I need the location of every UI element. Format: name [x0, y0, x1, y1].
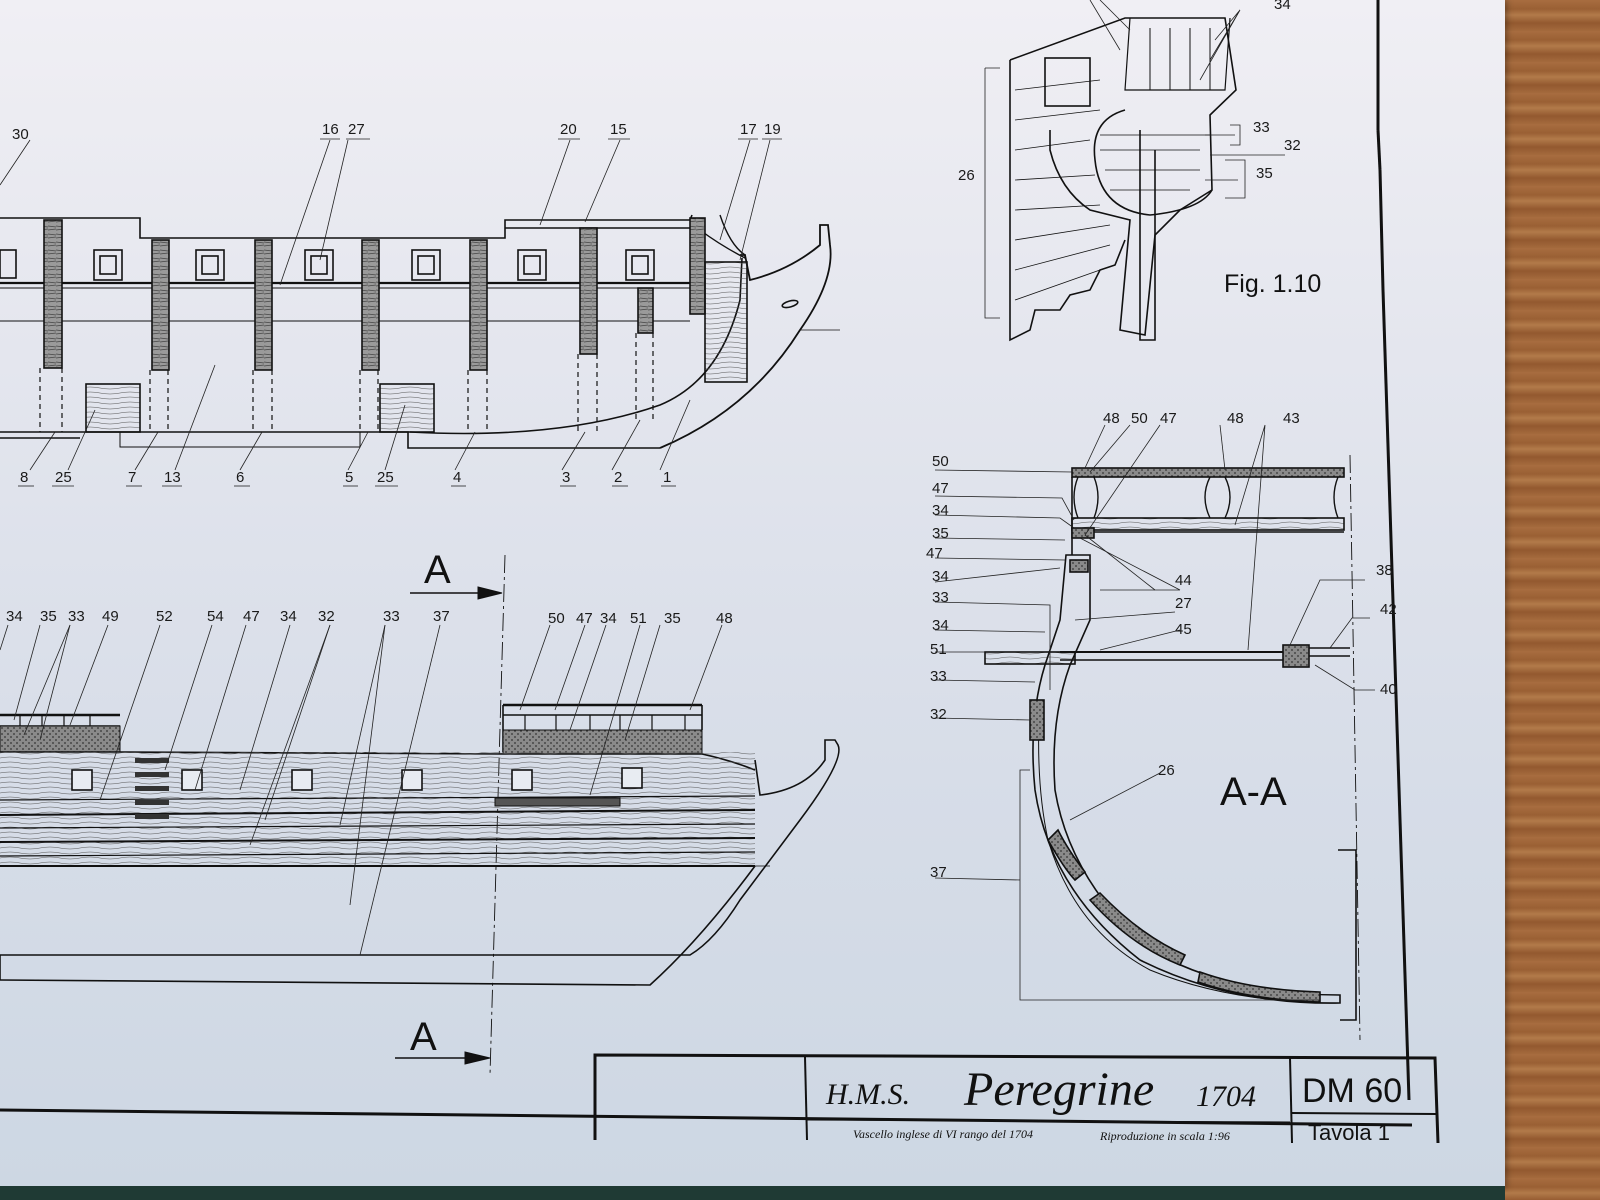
svg-text:32: 32 [1284, 137, 1301, 154]
svg-text:33: 33 [68, 608, 85, 625]
section-aa-title: A-A [1220, 770, 1287, 814]
svg-text:47: 47 [576, 610, 593, 627]
title-ship-name: Peregrine [963, 1063, 1154, 1116]
svg-text:2: 2 [614, 469, 622, 486]
svg-text:6: 6 [236, 469, 244, 486]
svg-text:35: 35 [664, 610, 681, 627]
svg-text:47: 47 [243, 608, 260, 625]
svg-text:33: 33 [383, 608, 400, 625]
svg-text:34: 34 [1274, 0, 1291, 13]
title-subtitle-left: Vascello inglese di VI rango del 1704 [853, 1127, 1033, 1141]
svg-text:49: 49 [102, 608, 119, 625]
upper-profile-top-labels: 30 16 27 20 15 17 19 [12, 121, 781, 143]
svg-text:47: 47 [932, 480, 949, 497]
title-subtitle-right: Riproduzione in scala 1:96 [1099, 1129, 1230, 1143]
svg-text:34: 34 [932, 617, 949, 634]
svg-text:26: 26 [958, 167, 975, 184]
title-prefix: H.M.S. [825, 1078, 910, 1111]
svg-text:43: 43 [1283, 410, 1300, 427]
svg-text:34: 34 [932, 568, 949, 585]
svg-text:32: 32 [930, 706, 947, 723]
section-mark-top: A [424, 548, 451, 592]
svg-text:33: 33 [1253, 119, 1270, 136]
svg-text:8: 8 [20, 469, 28, 486]
svg-text:7: 7 [128, 469, 136, 486]
svg-text:50: 50 [548, 610, 565, 627]
svg-text:15: 15 [610, 121, 627, 138]
svg-text:4: 4 [453, 469, 461, 486]
svg-text:5: 5 [345, 469, 353, 486]
svg-text:25: 25 [55, 469, 72, 486]
upper-profile-leaders [0, 139, 771, 471]
svg-text:35: 35 [40, 608, 57, 625]
upper-label-underlines [18, 138, 782, 487]
svg-text:27: 27 [1175, 595, 1192, 612]
svg-text:54: 54 [207, 608, 224, 625]
lower-outboard-profile [0, 703, 840, 986]
svg-text:1: 1 [663, 469, 671, 486]
svg-text:37: 37 [930, 864, 947, 881]
section-aa-inner-labels: 44 27 45 26 [1158, 572, 1192, 779]
sheet-border [0, 0, 1413, 1127]
svg-text:47: 47 [1160, 410, 1177, 427]
svg-text:33: 33 [932, 589, 949, 606]
svg-text:42: 42 [1380, 601, 1397, 618]
svg-text:19: 19 [764, 121, 781, 138]
svg-text:51: 51 [630, 610, 647, 627]
section-mark-bottom: A [410, 1015, 437, 1059]
svg-text:38: 38 [1376, 562, 1393, 579]
stern-leaders [984, 0, 1285, 319]
section-aa-drawing [984, 454, 1361, 1041]
svg-text:34: 34 [932, 502, 949, 519]
svg-text:45: 45 [1175, 621, 1192, 638]
svg-text:3: 3 [562, 469, 570, 486]
svg-text:52: 52 [156, 608, 173, 625]
svg-text:34: 34 [6, 608, 23, 625]
svg-text:48: 48 [1227, 410, 1244, 427]
svg-text:32: 32 [318, 608, 335, 625]
svg-text:16: 16 [322, 121, 339, 138]
svg-text:13: 13 [164, 469, 181, 486]
svg-text:37: 37 [433, 608, 450, 625]
svg-text:20: 20 [560, 121, 577, 138]
svg-text:47: 47 [926, 545, 943, 562]
svg-text:27: 27 [348, 121, 365, 138]
svg-text:51: 51 [930, 641, 947, 658]
svg-text:48: 48 [716, 610, 733, 627]
upper-inboard-profile [0, 214, 840, 449]
svg-text:50: 50 [932, 453, 949, 470]
title-sheet: Tavola 1 [1308, 1120, 1390, 1145]
stern-detail [1009, 17, 1237, 342]
svg-text:35: 35 [1256, 165, 1273, 182]
svg-text:26: 26 [1158, 762, 1175, 779]
section-aa-right-labels: 38 42 40 [1376, 562, 1397, 698]
section-aa-left-labels: 50 47 34 35 47 34 33 34 51 33 32 37 [926, 453, 949, 881]
svg-text:34: 34 [280, 608, 297, 625]
stern-labels: 34 33 32 35 26 [958, 0, 1301, 184]
lower-profile-top-labels: 34 35 33 49 52 54 47 34 32 33 37 50 47 3… [6, 608, 733, 627]
svg-text:17: 17 [740, 121, 757, 138]
section-cut-line [395, 554, 506, 1076]
svg-text:33: 33 [930, 668, 947, 685]
title-year: 1704 [1196, 1080, 1256, 1113]
lower-profile-leaders [0, 624, 723, 956]
section-aa-top-labels: 48 50 47 48 43 [1103, 410, 1300, 427]
svg-text:35: 35 [932, 525, 949, 542]
section-aa-leaders [934, 424, 1375, 1001]
svg-text:50: 50 [1131, 410, 1148, 427]
title-code: DM 60 [1302, 1072, 1402, 1110]
upper-profile-bottom-labels: 8 25 7 13 6 5 25 4 3 2 1 [20, 469, 671, 486]
title-block [593, 1053, 1440, 1144]
svg-text:25: 25 [377, 469, 394, 486]
table-edge [0, 1186, 1505, 1200]
svg-text:44: 44 [1175, 572, 1192, 589]
svg-text:40: 40 [1380, 681, 1397, 698]
svg-text:30: 30 [12, 126, 29, 143]
figure-label: Fig. 1.10 [1224, 270, 1321, 298]
svg-text:34: 34 [600, 610, 617, 627]
svg-text:48: 48 [1103, 410, 1120, 427]
